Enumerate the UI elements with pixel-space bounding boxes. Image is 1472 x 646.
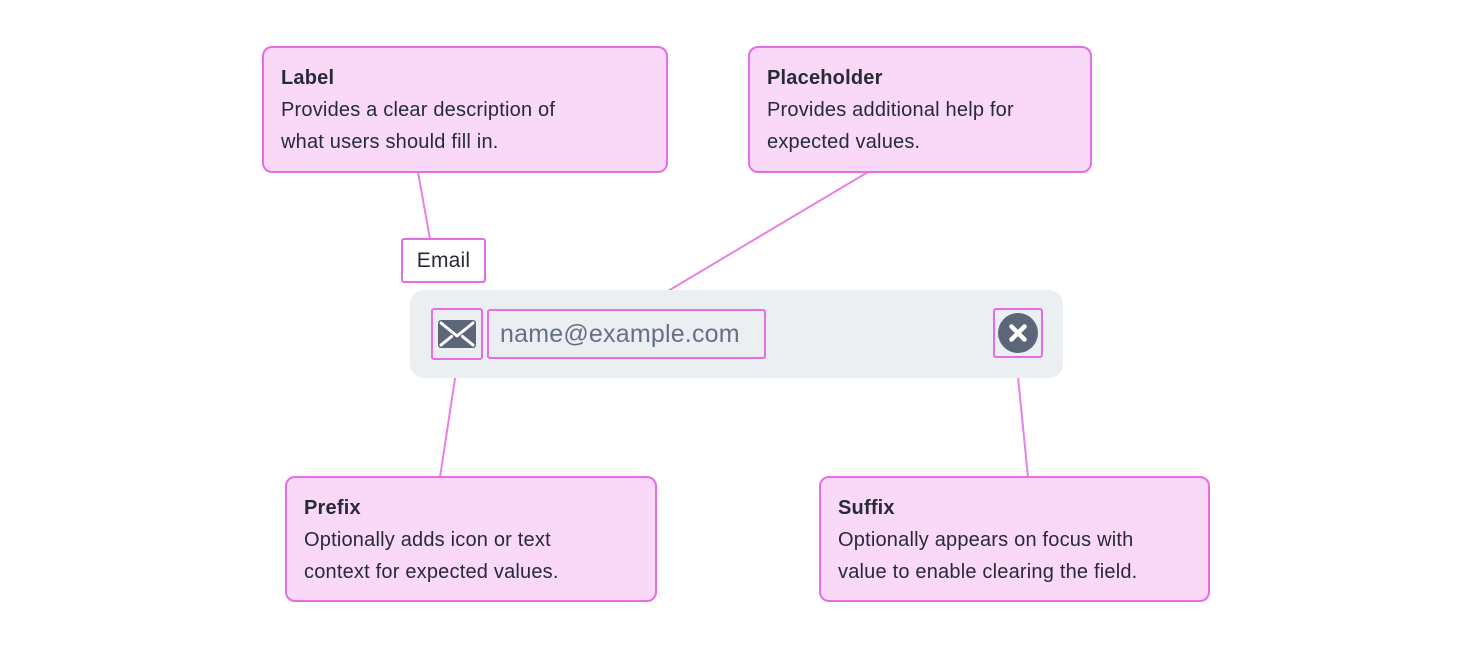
label-callout-description-line-2: what users should fill in. xyxy=(281,131,499,153)
clear-circle-icon xyxy=(998,313,1038,353)
field-label-highlight: Email xyxy=(401,238,486,283)
connector-label-to-field-label xyxy=(417,171,431,240)
label-callout-description-line-1: Provides a clear description of xyxy=(281,99,556,121)
suffix-highlight xyxy=(993,308,1043,358)
suffix-callout: Suffix Optionally appears on focus with … xyxy=(819,476,1210,602)
clear-field-button[interactable] xyxy=(998,313,1038,353)
suffix-callout-title: Suffix xyxy=(838,497,895,519)
prefix-highlight xyxy=(431,308,483,360)
label-callout-title: Label xyxy=(281,67,335,89)
placeholder-callout-description-line-2: expected values. xyxy=(767,131,921,153)
prefix-callout: Prefix Optionally adds icon or text cont… xyxy=(285,476,657,602)
placeholder-callout: Placeholder Provides additional help for… xyxy=(748,46,1092,173)
connector-prefix-box-to-prefix-callout xyxy=(439,358,459,478)
suffix-callout-description-line-1: Optionally appears on focus with xyxy=(838,529,1134,551)
connector-placeholder-to-placeholder-box xyxy=(635,171,869,311)
placeholder-callout-description-line-1: Provides additional help for xyxy=(767,99,1014,121)
envelope-icon xyxy=(438,320,476,348)
placeholder-text: name@example.com xyxy=(500,319,740,348)
prefix-callout-title: Prefix xyxy=(304,497,361,519)
email-input-field[interactable]: name@example.com xyxy=(410,290,1063,378)
label-callout: Label Provides a clear description of wh… xyxy=(262,46,668,173)
prefix-callout-description-line-1: Optionally adds icon or text xyxy=(304,529,551,551)
placeholder-callout-title: Placeholder xyxy=(767,67,883,89)
field-label: Email xyxy=(416,248,471,272)
prefix-callout-description-line-2: context for expected values. xyxy=(304,561,559,583)
suffix-callout-description-line-2: value to enable clearing the field. xyxy=(838,561,1138,583)
placeholder-highlight: name@example.com xyxy=(487,309,766,359)
